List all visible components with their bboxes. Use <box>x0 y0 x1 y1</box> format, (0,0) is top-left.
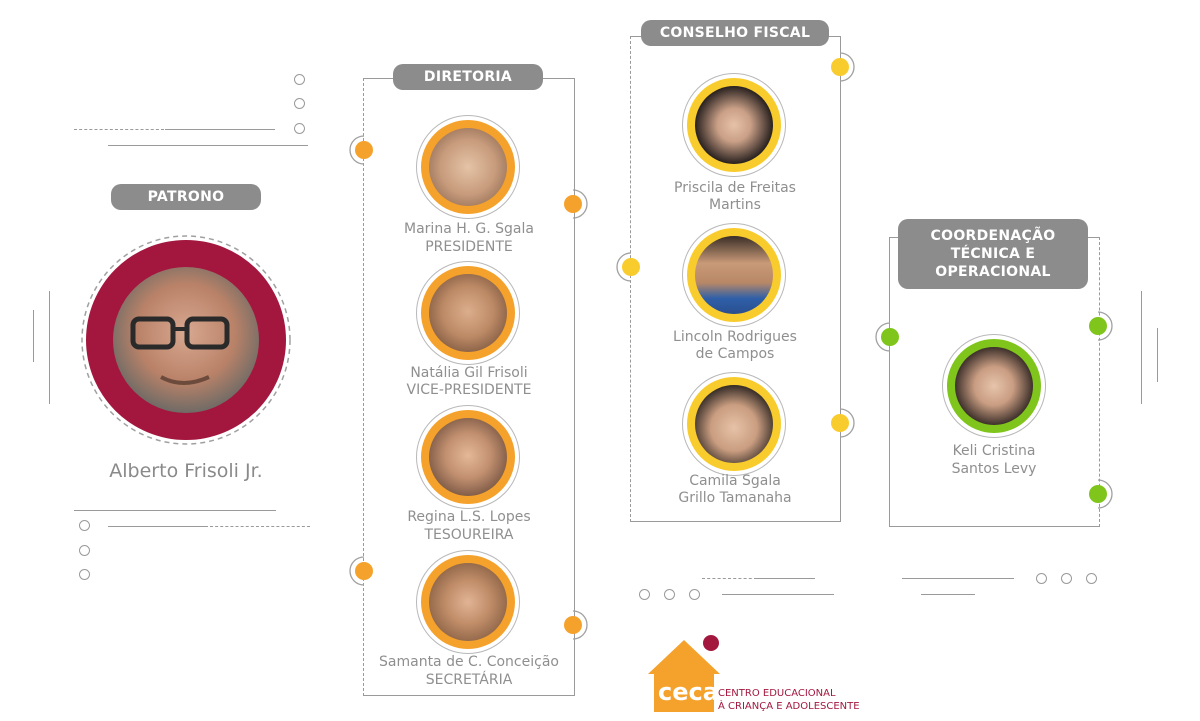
decor-circle <box>1036 573 1047 584</box>
patrono-name: Alberto Frisoli Jr. <box>80 460 292 482</box>
decor-circle <box>1086 573 1097 584</box>
member-name: Camila Sgala <box>631 473 839 490</box>
decor-circle <box>664 589 675 600</box>
member-name: Lincoln Rodrigues <box>631 329 839 346</box>
decor-vline <box>1157 328 1158 382</box>
logo-mark: ceca <box>658 680 718 704</box>
member-photo <box>695 385 773 463</box>
orange-dot <box>557 188 589 220</box>
decor-line <box>757 578 815 579</box>
member-name: Martins <box>631 197 839 214</box>
member-role: SECRETÁRIA <box>364 672 574 689</box>
member-photo <box>955 347 1033 425</box>
member-role: VICE-PRESIDENTE <box>364 382 574 399</box>
conselho-label: CONSELHO FISCAL <box>641 20 829 46</box>
decor-line <box>921 594 975 595</box>
member-name: Santos Levy <box>890 461 1098 478</box>
decor-vline <box>33 310 34 362</box>
orange-dot <box>348 555 380 587</box>
decor-line <box>108 145 308 146</box>
decor-circle <box>294 98 305 109</box>
decor-circle <box>294 123 305 134</box>
member-name: Keli Cristina <box>890 443 1098 460</box>
yellow-dot <box>824 407 856 439</box>
orange-dot <box>557 609 589 641</box>
member-photo <box>695 236 773 314</box>
orange-dot <box>348 134 380 166</box>
member-role: TESOUREIRA <box>364 527 574 544</box>
diretoria-label: DIRETORIA <box>393 64 543 90</box>
yellow-dot <box>824 51 856 83</box>
decor-line <box>74 129 164 130</box>
coordenacao-label: COORDENAÇÃO TÉCNICA E OPERACIONAL <box>898 219 1088 289</box>
member-name: de Campos <box>631 346 839 363</box>
decor-line <box>165 129 275 130</box>
member-photo <box>429 128 507 206</box>
member-role: PRESIDENTE <box>364 239 574 256</box>
decor-vline <box>1141 291 1142 404</box>
member-photo <box>695 86 773 164</box>
decor-line <box>902 578 1014 579</box>
decor-line <box>722 594 834 595</box>
coordenacao-label-line3: OPERACIONAL <box>898 263 1088 281</box>
member-name: Marina H. G. Sgala <box>364 221 574 238</box>
member-name: Natália Gil Frisoli <box>364 365 574 382</box>
member-name: Grillo Tamanaha <box>631 490 839 507</box>
decor-line <box>702 578 757 579</box>
logo-line1: CENTRO EDUCACIONAL <box>718 688 836 700</box>
patrono-photo <box>113 267 259 413</box>
member-name: Priscila de Freitas <box>631 180 839 197</box>
member-name: Regina L.S. Lopes <box>364 509 574 526</box>
green-dot <box>1082 478 1114 510</box>
decor-circle <box>639 589 650 600</box>
decor-line <box>74 510 276 511</box>
coordenacao-label-line2: TÉCNICA E <box>898 245 1088 263</box>
decor-circle <box>79 545 90 556</box>
yellow-dot <box>615 251 647 283</box>
member-name: Samanta de C. Conceição <box>364 654 574 671</box>
decor-vline <box>49 291 50 404</box>
member-photo <box>429 274 507 352</box>
green-dot <box>1082 310 1114 342</box>
patrono-label: PATRONO <box>111 184 261 210</box>
decor-line <box>108 526 208 527</box>
decor-circle <box>1061 573 1072 584</box>
coordenacao-label-line1: COORDENAÇÃO <box>898 227 1088 245</box>
decor-circle <box>79 569 90 580</box>
decor-circle <box>79 520 90 531</box>
decor-circle <box>689 589 700 600</box>
green-dot <box>874 321 906 353</box>
member-photo <box>429 418 507 496</box>
decor-line <box>210 526 310 527</box>
logo-line2: À CRIANÇA E ADOLESCENTE <box>718 701 860 713</box>
decor-circle <box>294 74 305 85</box>
member-photo <box>429 563 507 641</box>
